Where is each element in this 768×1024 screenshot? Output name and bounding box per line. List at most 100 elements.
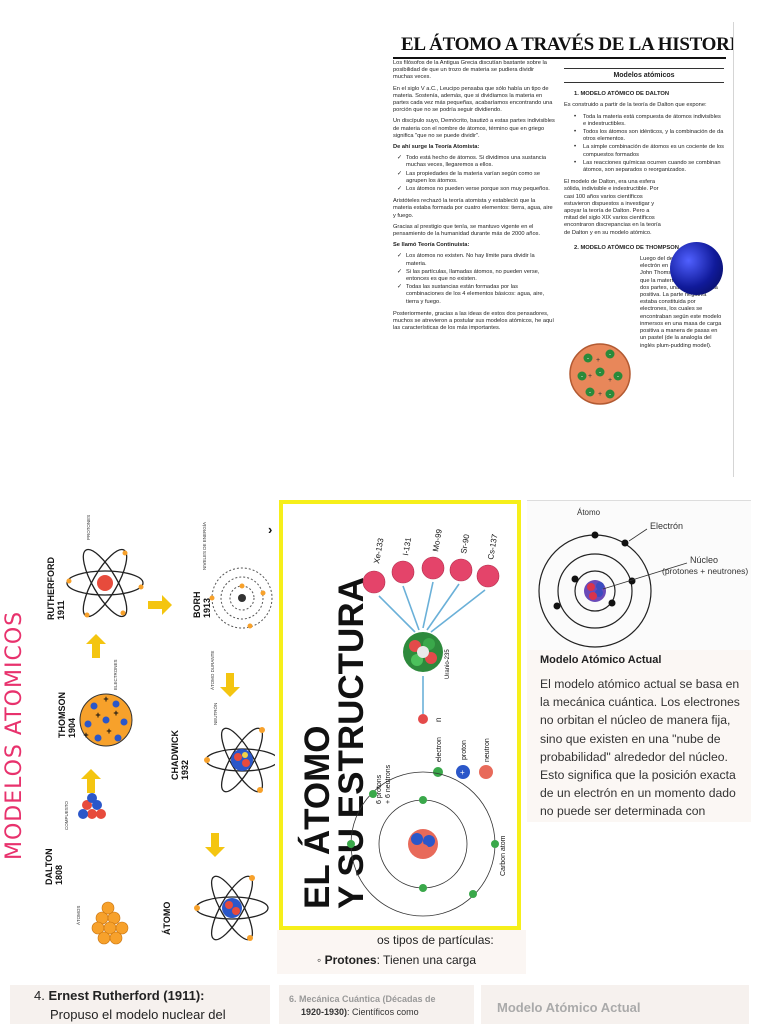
neutron-n-label: n <box>434 718 443 722</box>
actual-model-card: Átomo Electrón Núcleo (protones + neutro… <box>527 500 751 822</box>
diagram-electron-label: Electrón <box>650 521 683 531</box>
actual-model-bottom-card[interactable]: Modelo Atómico Actual <box>481 985 749 1024</box>
chadwick-label: CHADWICK 1932 <box>170 730 190 780</box>
quantum-mechanics-card[interactable]: 6. Mecánica Cuántica (Décadas de 1920-19… <box>279 985 474 1024</box>
thomson-atom-icon: +++++ <box>79 693 133 747</box>
caption-line2: ◦ Protones: Tienen una carga <box>317 953 477 967</box>
isotope-balls <box>362 556 500 594</box>
uranium-nucleus-icon <box>403 632 443 672</box>
structure-caption: os tipos de partículas: ◦ Protones: Tien… <box>277 930 526 974</box>
caption-bold: Protones <box>324 953 377 967</box>
title-rule <box>393 57 726 59</box>
actual-model-diagram: Átomo Electrón Núcleo (protones + neutro… <box>527 500 751 650</box>
document-right-column: Modelos atómicos 1. MODELO ATÓMICO DE DA… <box>564 68 724 354</box>
thomson-label: THOMSON 1904 <box>57 692 77 738</box>
protones-small-label: PROTONES <box>86 514 91 540</box>
list-item: Toda la materia está compuesta de átomos… <box>574 114 724 128</box>
continuist-list: Los átomos no existen. No hay límite par… <box>397 253 555 305</box>
paragraph-greeks: Los filósofos de la Antigua Grecia discu… <box>393 60 547 81</box>
isotope-label: Cs-137 <box>486 533 499 561</box>
rutherford-label: RUTHERFORD 1911 <box>46 557 66 620</box>
atom-structure-infographic: EL ÁTOMO Y SU ESTRUCTURA Xe-133 I-131 Mo… <box>279 500 521 930</box>
svg-text:-: - <box>609 392 611 398</box>
models-title: MODELOS ATOMICOS <box>2 610 27 860</box>
plum-pudding-image: --- ---- ++++ <box>569 343 631 405</box>
atomist-list: Todo está hecho de átomos. Si dividimos … <box>397 155 555 193</box>
list-item: Las propiedades de la materia varían seg… <box>397 171 555 185</box>
rutherford-atom-icon <box>66 548 144 618</box>
svg-text:-: - <box>587 356 589 362</box>
paragraph-posteriormente: Posteriormente, gracias a las ideas de e… <box>393 310 554 332</box>
niveles-small-label: NIVELES DE ENERGÍA <box>202 521 207 570</box>
dalton-text: El modelo de Dalton, era una esfera sóli… <box>564 179 661 236</box>
paragraph-aristoteles: Aristóteles rechazó la teoría atomista y… <box>393 198 553 219</box>
compuesto-small-label: COMPUESTO <box>64 801 69 830</box>
qm-rest: : Científicos como <box>347 1007 419 1017</box>
particle-legend: + electron proton neutron <box>433 737 493 779</box>
svg-text:+: + <box>113 708 118 718</box>
nucleus-label: 6 protons+ 6 neutrons <box>376 764 392 804</box>
svg-text:+: + <box>608 377 612 384</box>
svg-text:-: - <box>589 390 591 396</box>
svg-text:+: + <box>460 768 465 777</box>
legend-proton: proton <box>461 740 468 760</box>
list-item: Todas las sustancias están formadas por … <box>397 284 555 306</box>
paragraph-atomist-heading: De ahí surge la Teoría Atomista: <box>393 144 480 151</box>
dalton-sphere-image <box>670 242 723 295</box>
cropped-glyph: › <box>268 522 273 537</box>
list-item: Todos los átomos son idénticos, y la com… <box>574 129 724 143</box>
dalton-atoms-icon <box>91 901 129 945</box>
isotope-label: I-131 <box>401 536 413 556</box>
electrones-small-label: ELECTRONES <box>113 659 118 690</box>
qm-card-text: 1920-1930): Científicos como <box>301 1007 419 1017</box>
atomos-small-label: ÁTOMOS <box>76 905 81 925</box>
diagram-nucleus-sub-label: (protones + neutrones) <box>662 566 748 576</box>
svg-text:-: - <box>609 352 611 358</box>
svg-text:+: + <box>103 694 108 704</box>
paragraph-prestigio: Gracias al prestigio que tenía, se mantu… <box>393 223 541 238</box>
atomic-models-infographic: +++++ <box>10 488 275 968</box>
dalton-heading: 1. MODELO ATÓMICO DE DALTON <box>574 91 670 98</box>
rutherford-card[interactable]: 4. Ernest Rutherford (1911): Propuso el … <box>10 985 270 1024</box>
qm-bold: 1920-1930) <box>301 1007 348 1017</box>
caption-line1: os tipos de partículas: <box>377 933 494 947</box>
legend-electron: electron <box>436 737 443 762</box>
dalton-label: DALTON 1808 <box>44 848 64 885</box>
paragraph-leucipo: En el siglo V a.C., Leucipo pensaba que … <box>393 85 553 114</box>
legend-neutron: neutron <box>484 738 491 762</box>
svg-text:+: + <box>588 373 592 380</box>
rutherford-number: 4. <box>34 988 45 1003</box>
atomo-durante-small-label: ÁTOMO DURANTE <box>210 650 215 690</box>
list-item: Si las partículas, llamadas átomos, no p… <box>397 269 555 283</box>
carbon-atom-icon <box>347 771 499 917</box>
actual-card-title: Modelo Atómico Actual <box>497 1000 641 1015</box>
paragraph-continuist-heading: Se llamó Teoría Continuista: <box>393 242 470 249</box>
list-item: Los átomos no pueden verse porque son mu… <box>397 186 555 193</box>
svg-text:-: - <box>617 374 619 380</box>
neutron-small-label: NEUTRÓN <box>213 702 218 725</box>
document-title: EL ÁTOMO A TRAVÉS DE LA HISTORIA <box>401 34 734 55</box>
atomo-label: ÁTOMO <box>162 901 172 935</box>
borh-label: BORH 1913 <box>192 591 212 619</box>
rutherford-card-title: 4. Ernest Rutherford (1911): <box>34 988 205 1003</box>
qm-card-title: 6. Mecánica Cuántica (Décadas de <box>289 994 436 1004</box>
svg-text:+: + <box>106 726 111 736</box>
svg-text:-: - <box>599 370 601 376</box>
isotope-label: Xe-133 <box>372 537 385 565</box>
isotope-label: Mo-99 <box>431 528 444 552</box>
isotope-label: Sr-90 <box>459 533 471 554</box>
list-item: La simple combinación de átomos es un co… <box>574 144 724 158</box>
svg-text:+: + <box>95 710 100 720</box>
caption-rest: : Tienen una carga <box>376 953 477 967</box>
paragraph-democrito: Un discípulo suyo, Demócrito, bautizó a … <box>393 118 555 139</box>
dalton-list: Toda la materia está compuesta de átomos… <box>574 114 724 175</box>
rutherford-card-text: Propuso el modelo nuclear del <box>50 1007 226 1022</box>
svg-text:+: + <box>83 730 88 740</box>
dalton-intro: Es construido a partir de la teoría de D… <box>564 102 707 109</box>
compound-icon <box>78 793 106 819</box>
actual-model-text: Modelo Atómico Actual El modelo atómico … <box>527 650 751 822</box>
diagram-atom-label: Átomo <box>577 508 601 517</box>
rutherford-title-bold: Ernest Rutherford (1911): <box>48 988 205 1003</box>
history-document: EL ÁTOMO A TRAVÉS DE LA HISTORIA Los fil… <box>381 22 734 477</box>
actual-model-body: El modelo atómico actual se basa en la m… <box>540 677 740 819</box>
